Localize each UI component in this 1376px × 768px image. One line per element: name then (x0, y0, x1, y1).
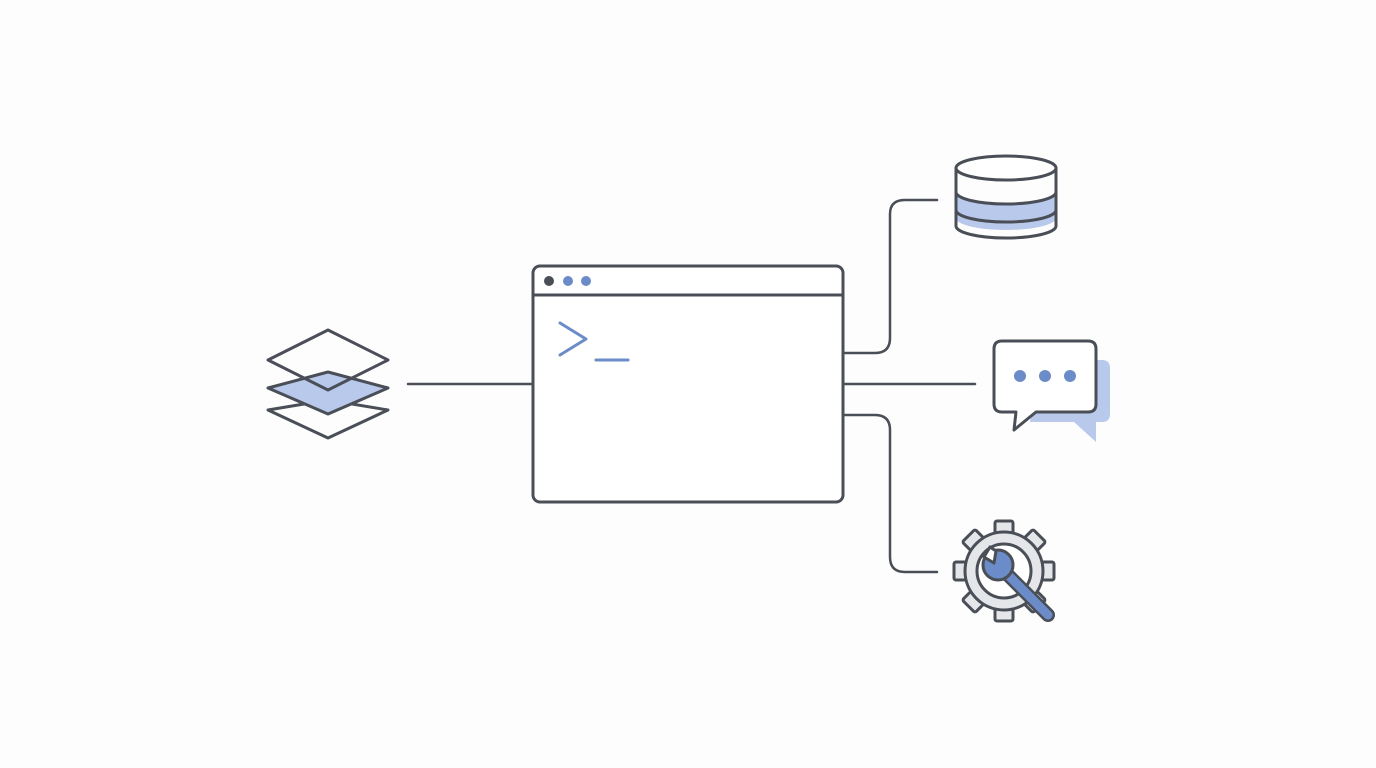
database-icon (954, 154, 1058, 240)
connector-window-to-database (841, 198, 939, 355)
chat-dot-2 (1039, 370, 1051, 382)
connectors (406, 198, 977, 574)
window-dot-minimize (563, 276, 573, 286)
gear-wrench-icon (952, 519, 1056, 623)
window-dot-maximize (581, 276, 591, 286)
chat-bubble-icon (992, 339, 1110, 442)
chat-dot-3 (1064, 370, 1076, 382)
connector-window-to-settings (841, 413, 939, 574)
window-dot-close (544, 276, 554, 286)
terminal-window-icon (531, 264, 845, 504)
prompt-chevron-icon (558, 321, 588, 357)
layers-icon (266, 328, 390, 440)
wrench-icon (981, 545, 1055, 622)
chat-dot-1 (1014, 370, 1026, 382)
